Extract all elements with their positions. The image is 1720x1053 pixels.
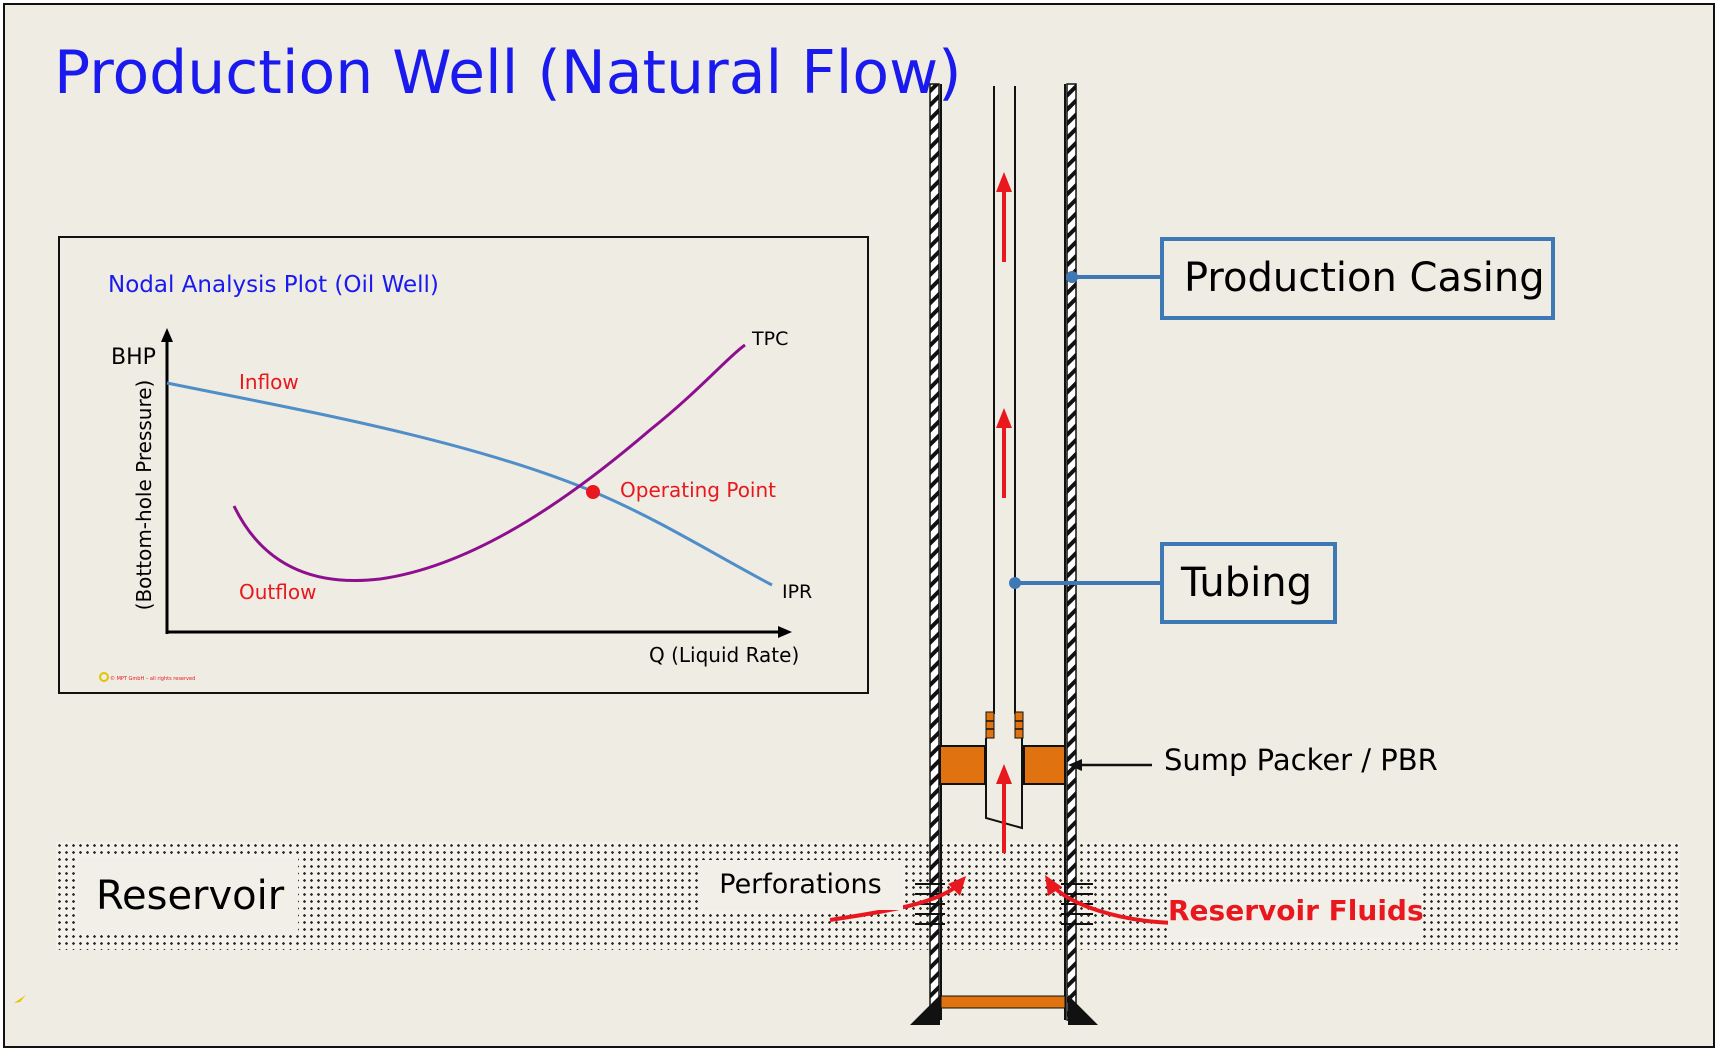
- reservoir-fluids-label: Reservoir Fluids: [1168, 884, 1424, 938]
- operating-point-marker: [586, 485, 600, 499]
- y-axis-label-long: (Bottom-hole Pressure): [132, 380, 156, 611]
- casing-wall-left: [929, 83, 940, 1021]
- tpc-label: TPC: [751, 328, 788, 350]
- ipr-curve: [166, 381, 773, 587]
- corner-logo-mark: [14, 995, 26, 1003]
- packer-right: [1023, 745, 1066, 785]
- perforations-label: Perforations: [698, 860, 903, 910]
- tpc-curve: [232, 343, 746, 583]
- y-axis-label: BHP: [111, 345, 156, 370]
- casing-shoe-left: [910, 995, 940, 1025]
- reservoir-label: Reservoir: [78, 858, 298, 934]
- production-casing-callout: Production Casing: [1160, 237, 1555, 320]
- copyright-text: © MPT GmbH – all rights reserved: [110, 675, 195, 682]
- x-axis-label: Q (Liquid Rate): [649, 643, 799, 667]
- plot-title: Nodal Analysis Plot (Oil Well): [108, 272, 439, 298]
- fluid-inflow-arrow-left: [829, 883, 960, 922]
- x-axis-arrowhead: [778, 626, 792, 638]
- nodal-plot-frame: [58, 236, 869, 694]
- inflow-label: Inflow: [239, 370, 299, 394]
- sump-packer-label: Sump Packer / PBR: [1164, 743, 1438, 777]
- bottom-plug: [940, 995, 1066, 1009]
- fluid-inflow-arrow-right: [1050, 883, 1179, 925]
- seal-left: [985, 711, 995, 739]
- casing-wall-right: [1066, 83, 1077, 1021]
- casing-shoe-right: [1068, 995, 1098, 1025]
- slide-title: Production Well (Natural Flow): [54, 38, 962, 108]
- copyright-logo: [99, 672, 109, 682]
- outflow-label: Outflow: [239, 580, 316, 604]
- y-axis-arrowhead: [161, 328, 173, 342]
- seal-right: [1014, 711, 1024, 739]
- packer-left: [939, 745, 986, 785]
- operating-point-label: Operating Point: [620, 478, 776, 502]
- ipr-label: IPR: [782, 581, 812, 603]
- tubing-callout: Tubing: [1160, 542, 1337, 624]
